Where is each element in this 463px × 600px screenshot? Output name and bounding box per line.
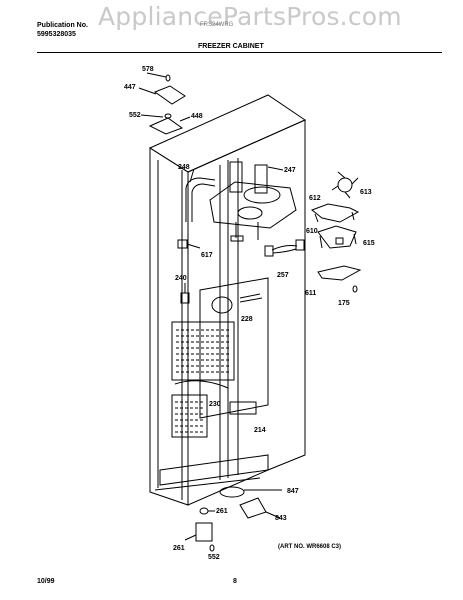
callout-613: 613 <box>360 189 372 196</box>
wiring-harness <box>264 239 305 257</box>
model-number: FRS24WRG <box>200 22 234 28</box>
callout-552: 552 <box>129 112 141 119</box>
callout-843: 843 <box>275 515 287 522</box>
callout-610: 610 <box>306 228 318 235</box>
evaporator-cover <box>199 277 269 419</box>
header-rule <box>37 52 442 53</box>
top-bracket-parts <box>138 72 191 135</box>
callout-578: 578 <box>142 66 154 73</box>
callout-261-upper: 261 <box>216 508 228 515</box>
defrost-thermostat <box>180 283 190 304</box>
callout-617: 617 <box>201 252 213 259</box>
callout-257: 257 <box>277 272 289 279</box>
evaporator-fan-housing <box>185 161 297 242</box>
publication-number: 5995328035 <box>37 31 76 38</box>
evaporator-coil <box>171 321 257 438</box>
callout-247: 247 <box>284 167 296 174</box>
callout-847: 847 <box>287 488 299 495</box>
watermark: AppliancePartsPros.com <box>98 2 402 31</box>
callout-448: 448 <box>191 113 203 120</box>
grommet <box>177 239 201 249</box>
footer-page-number: 8 <box>233 578 237 585</box>
publication-label: Publication No. <box>37 22 88 29</box>
callout-248: 248 <box>178 164 190 171</box>
callout-230: 230 <box>209 401 221 408</box>
callout-214: 214 <box>254 427 266 434</box>
callout-552-lower: 552 <box>208 554 220 561</box>
callout-611: 611 <box>305 290 316 297</box>
callout-labels: 578 447 552 448 248 247 612 613 617 610 … <box>124 66 375 561</box>
callout-175: 175 <box>338 300 350 307</box>
callout-612: 612 <box>309 195 321 202</box>
fan-motor-mount <box>317 225 357 249</box>
callout-228: 228 <box>241 316 253 323</box>
publication-block: Publication No. 5995328035 <box>37 21 88 39</box>
callout-240: 240 <box>175 275 187 282</box>
footer-date: 10/99 <box>37 578 55 585</box>
callout-261-lower: 261 <box>173 545 185 552</box>
art-number: (ART NO. WR6608 C3) <box>278 544 342 550</box>
cabinet-outline <box>148 94 307 506</box>
section-title: FREEZER CABINET <box>198 43 264 50</box>
callout-447: 447 <box>124 84 136 91</box>
fan-blade-and-bracket <box>311 171 360 223</box>
lower-hardware <box>184 486 282 552</box>
callout-615: 615 <box>363 240 375 247</box>
fan-shroud-clip <box>317 265 362 293</box>
